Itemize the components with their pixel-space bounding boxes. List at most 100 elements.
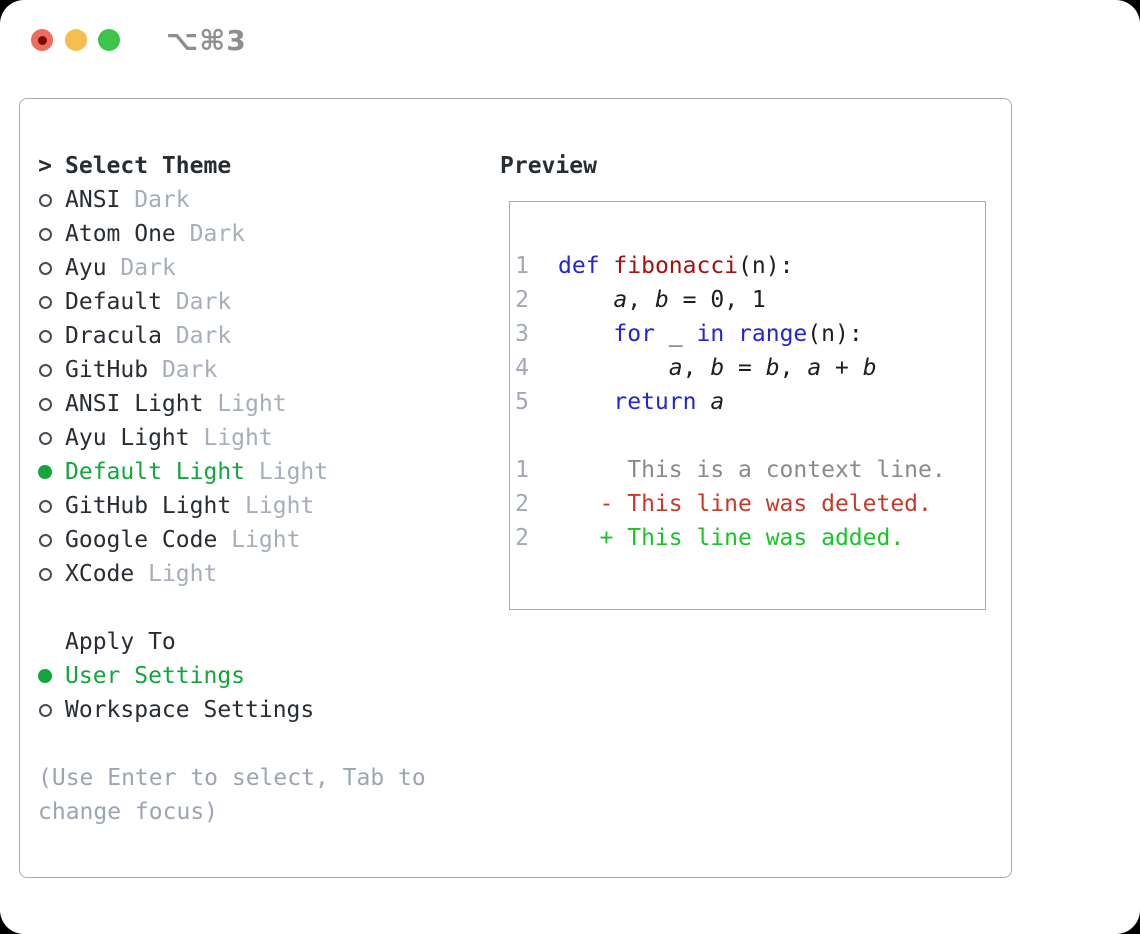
window-shortcut-label: ⌥⌘3 <box>166 24 247 57</box>
theme-variant: Light <box>258 459 329 485</box>
code-line: 4 a, b = b, a + b <box>515 351 985 385</box>
code-line <box>515 419 985 453</box>
radio-icon <box>38 353 52 387</box>
apply-option-user-settings[interactable]: User Settings <box>38 659 488 693</box>
code-text: def fibonacci(n): <box>558 253 794 279</box>
apply-to-title: Apply To <box>65 629 176 655</box>
maximize-button[interactable] <box>98 29 120 51</box>
theme-label: ANSI Dark <box>65 187 190 213</box>
theme-option-ansi[interactable]: ANSI Dark <box>38 183 488 217</box>
apply-option-workspace-settings[interactable]: Workspace Settings <box>38 693 488 727</box>
theme-option-default-light[interactable]: Default Light Light <box>38 455 488 489</box>
theme-variant: Dark <box>161 357 218 383</box>
line-number: 1 <box>515 457 529 483</box>
code-line: 3 for _ in range(n): <box>515 317 985 351</box>
theme-label: ANSI Light Light <box>65 391 287 417</box>
theme-variant: Light <box>217 391 287 417</box>
code-text: a, b = b, a + b <box>668 355 877 381</box>
theme-name: Ayu Light <box>65 425 190 451</box>
preview-header: Preview <box>500 153 597 179</box>
theme-option-default[interactable]: Default Dark <box>38 285 488 319</box>
line-number: 3 <box>515 321 529 347</box>
theme-option-dracula[interactable]: Dracula Dark <box>38 319 488 353</box>
theme-option-github[interactable]: GitHub Dark <box>38 353 488 387</box>
code-text: - This line was deleted. <box>558 491 932 517</box>
help-text: (Use Enter to select, Tab to change focus… <box>38 761 488 829</box>
preview-code: 1 def fibonacci(n): 2 a, b = 0, 1 3 for _ i… <box>515 249 985 555</box>
radio-icon <box>38 387 52 421</box>
radio-icon <box>38 523 52 557</box>
theme-name: GitHub Light <box>65 493 232 519</box>
theme-label: Ayu Light Light <box>65 425 273 451</box>
theme-label: GitHub Light Light <box>65 493 314 519</box>
gap <box>38 727 488 761</box>
select-theme-title: Select Theme <box>65 153 232 179</box>
theme-variant: Dark <box>175 323 232 349</box>
radio-icon <box>38 183 52 217</box>
selection-caret-icon: > <box>38 153 52 179</box>
theme-variant: Dark <box>120 255 176 281</box>
close-dot-icon <box>37 35 47 45</box>
theme-label: Default Light Light <box>65 459 328 485</box>
theme-label: XCode Light <box>65 561 217 587</box>
theme-label: Atom One Dark <box>65 221 245 247</box>
theme-variant: Light <box>148 561 218 587</box>
theme-option-github-light[interactable]: GitHub Light Light <box>38 489 488 523</box>
code-text: This is a context line. <box>558 457 946 483</box>
radio-selected-icon <box>38 455 52 489</box>
minimize-button[interactable] <box>65 29 87 51</box>
theme-name: ANSI <box>65 187 121 213</box>
theme-name: Ayu <box>65 255 107 281</box>
radio-icon <box>38 421 52 455</box>
apply-option-label: User Settings <box>65 663 246 689</box>
theme-option-xcode[interactable]: XCode Light <box>38 557 488 591</box>
line-number: 5 <box>515 389 529 415</box>
theme-name: ANSI Light <box>65 391 204 417</box>
theme-name: Default Light <box>65 459 246 485</box>
theme-label: Dracula Dark <box>65 323 231 349</box>
theme-name: Google Code <box>65 527 218 553</box>
theme-variant: Dark <box>175 289 232 315</box>
code-line: 2 + This line was added. <box>515 521 985 555</box>
apply-option-label: Workspace Settings <box>65 697 315 723</box>
theme-label: Ayu Dark <box>65 255 176 281</box>
line-number: 4 <box>515 355 529 381</box>
line-number: 1 <box>515 253 529 279</box>
code-text: return a <box>613 389 725 415</box>
preview-box: 1 def fibonacci(n): 2 a, b = 0, 1 3 for _ i… <box>509 201 986 610</box>
code-line: 2 - This line was deleted. <box>515 487 985 521</box>
code-text: for _ in range(n): <box>613 321 863 347</box>
theme-option-ansi-light[interactable]: ANSI Light Light <box>38 387 488 421</box>
gap <box>38 591 488 625</box>
theme-variant: Dark <box>189 221 246 247</box>
radio-icon <box>38 251 52 285</box>
radio-icon <box>38 489 52 523</box>
help-text-line: (Use Enter to select, Tab to <box>38 765 426 791</box>
theme-option-atom-one[interactable]: Atom One Dark <box>38 217 488 251</box>
theme-option-ayu-light[interactable]: Ayu Light Light <box>38 421 488 455</box>
code-text: a, b = 0, 1 <box>613 287 766 313</box>
code-text: + This line was added. <box>558 525 905 551</box>
code-line: 5 return a <box>515 385 985 419</box>
theme-option-ayu[interactable]: Ayu Dark <box>38 251 488 285</box>
line-number: 2 <box>515 525 529 551</box>
radio-icon <box>38 693 52 727</box>
theme-variant: Light <box>231 527 301 553</box>
radio-icon <box>38 217 52 251</box>
theme-option-google-code[interactable]: Google Code Light <box>38 523 488 557</box>
theme-variant: Light <box>245 493 315 519</box>
theme-label: GitHub Dark <box>65 357 217 383</box>
theme-label: Default Dark <box>65 289 231 315</box>
line-number: 2 <box>515 287 529 313</box>
theme-name: Atom One <box>65 221 176 247</box>
theme-variant: Dark <box>134 187 190 213</box>
theme-name: GitHub <box>65 357 149 383</box>
marker-spacer <box>38 625 52 659</box>
help-text-line: change focus) <box>38 799 219 825</box>
radio-icon <box>38 285 52 319</box>
theme-name: Dracula <box>65 323 162 349</box>
close-button[interactable] <box>31 29 53 51</box>
